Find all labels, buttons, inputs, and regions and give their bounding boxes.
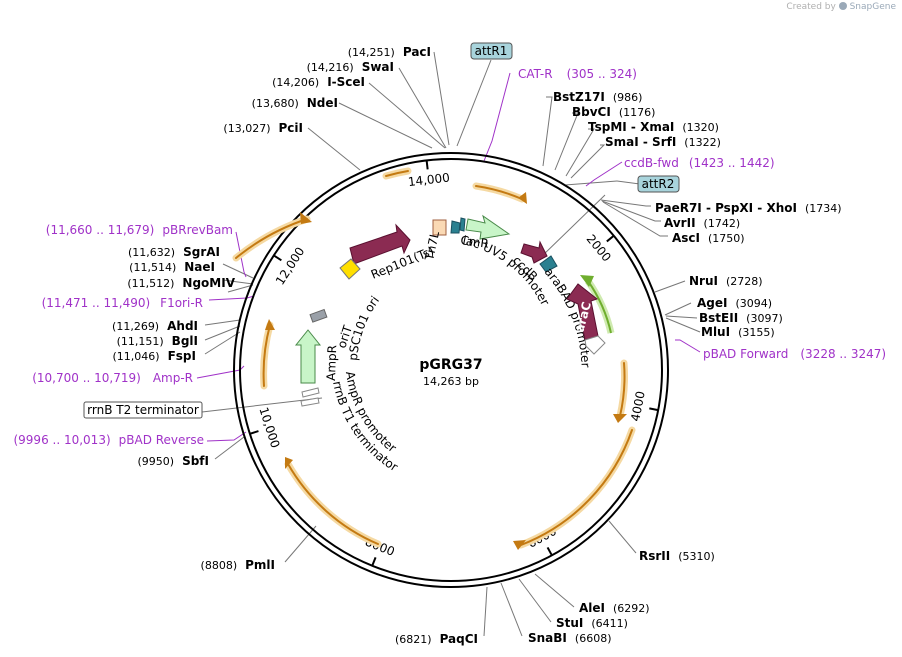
primer-amp-r: (10,700 .. 10,719)Amp-R bbox=[32, 371, 193, 385]
label-ampr: AmpR bbox=[324, 345, 339, 381]
feature-rep101: Rep101(Ts) bbox=[339, 223, 436, 282]
attr1-text: attR1 bbox=[475, 44, 508, 58]
tick-marks bbox=[249, 160, 659, 567]
site-ahdi: (11,269)AhdI bbox=[112, 319, 198, 333]
enzyme-labels-right: BstZ17I(986) BbvCI(1176) TspMI - XmaI(13… bbox=[528, 90, 842, 645]
site-paer7i-pspxi-xhoi: PaeR7I - PspXI - XhoI(1734) bbox=[655, 201, 842, 215]
site-smai-srfi: SmaI - SrfI(1322) bbox=[605, 135, 721, 149]
site-i-scei: (14,206)I-SceI bbox=[272, 75, 365, 89]
tick-label-4: 10,000 bbox=[256, 405, 282, 449]
primer-pbad-forward: pBAD Forward(3228 .. 3247) bbox=[703, 347, 886, 361]
label-attr2: attR2 bbox=[637, 175, 680, 193]
tick-mark-1 bbox=[649, 407, 659, 412]
site-bstz17i: BstZ17I(986) bbox=[553, 90, 642, 104]
site-avrii: AvrII(1742) bbox=[664, 216, 740, 230]
snapgene-logo-icon bbox=[838, 2, 847, 10]
attr2-text: attR2 bbox=[642, 177, 675, 191]
leader-lines bbox=[201, 51, 701, 637]
site-paci: (14,251)PacI bbox=[348, 45, 431, 59]
site-sgrai: (11,632)SgrAI bbox=[128, 245, 220, 259]
backbone bbox=[233, 152, 669, 588]
site-swai: (14,216)SwaI bbox=[307, 60, 394, 74]
tick-label-6: 14,000 bbox=[407, 170, 450, 189]
site-pmli: (8808)PmlI bbox=[201, 558, 275, 572]
feature-orit: oriT bbox=[309, 308, 356, 350]
site-alei: AleI(6292) bbox=[579, 601, 650, 615]
feature-small-tags bbox=[450, 217, 466, 234]
primer-labels: CAT-R(305 .. 324) ccdB-fwd(1423 .. 1442)… bbox=[13, 67, 886, 447]
site-ndei: (13,680)NdeI bbox=[252, 96, 338, 110]
label-orit: oriT bbox=[335, 323, 356, 350]
feature-cmr: CmR bbox=[460, 214, 511, 251]
rrnb-t2-text: rrnB T2 terminator bbox=[87, 403, 199, 417]
site-asci: AscI(1750) bbox=[672, 231, 745, 245]
site-bbvci: BbvCI(1176) bbox=[572, 105, 655, 119]
site-snabi: SnaBI(6608) bbox=[528, 631, 611, 645]
tick-mark-2 bbox=[546, 546, 553, 556]
site-fspi: (11,046)FspI bbox=[113, 349, 196, 363]
site-bsteii: BstEII(3097) bbox=[699, 311, 783, 325]
site-paqci: (6821)PaqCI bbox=[395, 632, 478, 646]
tick-mark-5 bbox=[273, 254, 282, 262]
site-sbfi: (9950)SbfI bbox=[138, 454, 210, 468]
credit: Created by SnapGene bbox=[786, 2, 896, 12]
site-bgli: (11,151)BglI bbox=[117, 334, 198, 348]
orf-arrowheads bbox=[265, 192, 627, 550]
feature-ampr: AmpR bbox=[294, 329, 339, 384]
primer-ccdb-fwd: ccdB-fwd(1423 .. 1442) bbox=[624, 156, 775, 170]
label-lac-uv5-path: lac UV5 promoter bbox=[461, 233, 552, 308]
arac-arc bbox=[580, 275, 615, 334]
label-attr1: attR1 bbox=[470, 42, 513, 60]
plasmid-name: pGRG37 bbox=[419, 357, 482, 373]
tick-mark-4 bbox=[249, 430, 259, 435]
site-pcii: (13,027)PciI bbox=[223, 121, 303, 135]
primer-cat-r: CAT-R(305 .. 324) bbox=[518, 67, 637, 81]
site-stui: StuI(6411) bbox=[556, 616, 628, 630]
label-lac-uv5: lac UV5 promoter bbox=[461, 233, 552, 308]
site-agei: AgeI(3094) bbox=[697, 296, 772, 310]
tick-mark-3 bbox=[371, 557, 377, 567]
enzyme-labels-left: (14,251)PacI (14,216)SwaI (14,206)I-SceI… bbox=[112, 45, 478, 646]
feature-tn7l: Tn7L bbox=[422, 219, 447, 263]
plasmid-size: 14,263 bp bbox=[423, 375, 479, 388]
label-cmr: CmR bbox=[460, 233, 490, 251]
credit-prefix: Created by bbox=[786, 2, 836, 12]
primer-pbrrevbam: (11,660 .. 11,679)pBRrevBam bbox=[46, 223, 233, 237]
tick-label-5: 12,000 bbox=[273, 245, 308, 288]
tick-mark-0 bbox=[606, 234, 615, 243]
primer-f1ori-r: (11,471 .. 11,490)F1ori-R bbox=[42, 296, 203, 310]
site-mlui: MluI(3155) bbox=[701, 325, 775, 339]
site-tspmi-xmai: TspMI - XmaI(1320) bbox=[588, 120, 719, 134]
tick-label-1: 4000 bbox=[628, 390, 648, 423]
site-ngomiv: (11,512)NgoMIV bbox=[127, 276, 235, 290]
feature-arac: araC bbox=[566, 283, 606, 355]
feature-ampr-promoter bbox=[300, 387, 320, 407]
tick-label-0: 2000 bbox=[584, 232, 614, 264]
site-rsrii: RsrII(5310) bbox=[639, 549, 715, 563]
credit-brand: SnapGene bbox=[849, 2, 896, 12]
label-tn7l: Tn7L bbox=[422, 230, 442, 263]
label-rrnb-t2: rrnB T2 terminator bbox=[83, 401, 203, 419]
tick-mark-6 bbox=[425, 160, 429, 170]
site-naei: (11,514)NaeI bbox=[129, 260, 215, 274]
site-Arui: NruI(2728) bbox=[689, 274, 763, 288]
primer-pbad-reverse: (9996 .. 10,013)pBAD Reverse bbox=[13, 433, 204, 447]
